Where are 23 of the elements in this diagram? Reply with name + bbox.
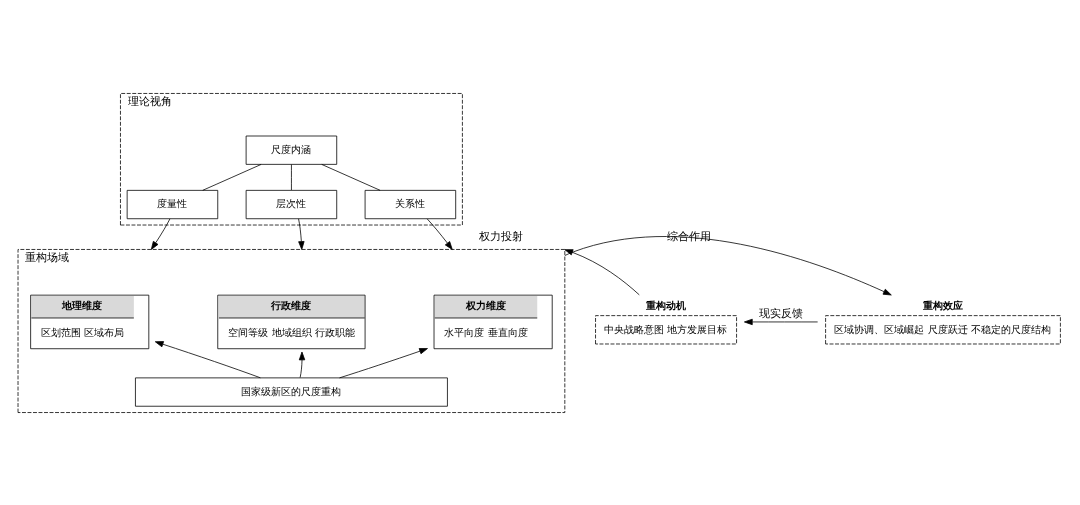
arrow bbox=[564, 235, 892, 295]
connector bbox=[321, 163, 381, 191]
node-box: 度量性 bbox=[126, 189, 219, 219]
arrow bbox=[426, 217, 453, 250]
arrow bbox=[150, 217, 171, 250]
node-box: 层次性 bbox=[245, 189, 338, 219]
node-box: 区域协调、区域崛起 尺度跃迁 不稳定的尺度结构 bbox=[825, 314, 1061, 344]
node-box: 尺度内涵 bbox=[245, 135, 338, 165]
node-box: 国家级新区的尺度重构 bbox=[135, 377, 448, 407]
node-box: 关系性 bbox=[364, 189, 457, 219]
arrow bbox=[298, 217, 305, 250]
node-label: 重构动机 bbox=[645, 298, 686, 311]
arrow bbox=[744, 318, 819, 325]
edge-label: 现实反馈 bbox=[758, 306, 803, 320]
arrow bbox=[298, 351, 306, 378]
connector bbox=[291, 163, 292, 190]
node-box: 中央战略意图 地方发展目标 bbox=[595, 314, 737, 344]
edge-label: 权力投射 bbox=[479, 229, 523, 243]
connector bbox=[202, 163, 262, 191]
arrow bbox=[154, 340, 261, 378]
node-label: 重构效应 bbox=[922, 298, 963, 311]
arrow bbox=[564, 248, 640, 295]
arrow bbox=[339, 347, 428, 378]
